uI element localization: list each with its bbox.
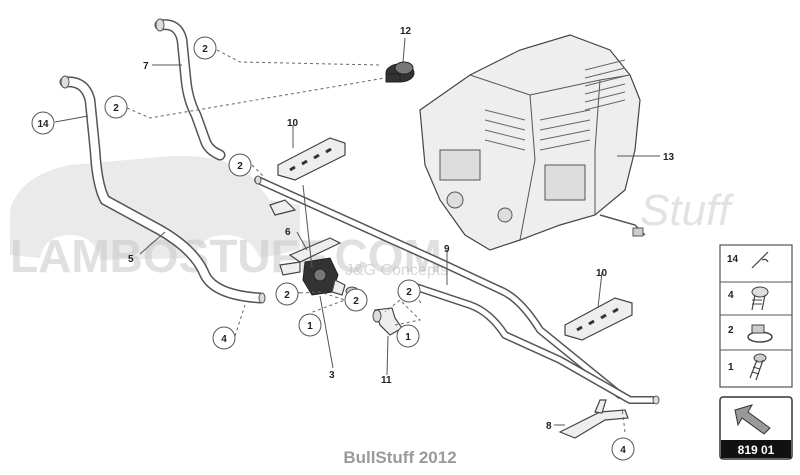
callout-7: 7 (143, 61, 149, 72)
circle-callout-1: 1 (298, 313, 322, 337)
circle-callout-2: 2 (344, 288, 368, 312)
leader-lines (54, 37, 660, 426)
pipe-9 (254, 175, 660, 405)
arrow-icon (734, 404, 771, 435)
callout-10-lower: 10 (596, 268, 608, 279)
legend-num-1: 1 (728, 362, 734, 373)
hvac-unit (419, 34, 646, 251)
svg-text:2: 2 (284, 290, 290, 301)
elbow-11 (372, 307, 403, 336)
svg-text:1: 1 (405, 332, 411, 343)
circle-callout-2: 2 (104, 95, 128, 119)
circle-callout-2: 2 (275, 282, 299, 306)
legend-num-4: 4 (728, 290, 734, 301)
watermark-subtext: J&G Concepts (345, 262, 448, 279)
hose-5 (59, 75, 266, 304)
circle-callout-1: 1 (396, 324, 420, 348)
hose-clamp-wire-icon (751, 251, 769, 269)
svg-text:2: 2 (113, 103, 119, 114)
thermo-valve (385, 61, 415, 83)
svg-text:4: 4 (221, 334, 227, 345)
bracket-6 (279, 237, 342, 276)
svg-text:2: 2 (353, 296, 359, 307)
callout-13: 13 (663, 152, 675, 163)
callout-8: 8 (546, 421, 552, 432)
callout-10-upper: 10 (287, 118, 299, 129)
bracket-10-upper (277, 137, 346, 181)
circle-callout-4: 4 (212, 326, 236, 350)
hardware-legend: 14 4 2 1 (719, 244, 793, 388)
legend-num-14: 14 (727, 254, 739, 265)
circle-callout-2: 2 (193, 36, 217, 60)
svg-text:2: 2 (406, 287, 412, 298)
bracket-small (269, 199, 297, 216)
watermark-car-silhouette (10, 156, 300, 260)
bracket-8 (558, 399, 629, 439)
callout-11: 11 (381, 375, 392, 386)
diagram-reference: 819 01 (719, 396, 793, 460)
svg-text:2: 2 (202, 44, 208, 55)
dashed-leaders (126, 49, 626, 433)
bracket-10-lower (564, 297, 633, 341)
circle-callout-2: 2 (228, 153, 252, 177)
spring-clamp-icon (747, 324, 773, 343)
svg-text:4: 4 (620, 445, 626, 456)
svg-text:14: 14 (37, 119, 49, 130)
screw-icon (751, 286, 769, 311)
footer-credit: BullStuff 2012 (343, 448, 457, 467)
circle-callout-2: 2 (397, 279, 421, 303)
callout-12: 12 (400, 26, 412, 37)
circle-callout-4: 4 (611, 437, 635, 461)
watermark-text: LAMBOSTUFF.COM (10, 230, 442, 282)
circle-callout-14: 14 (31, 111, 55, 135)
svg-text:1: 1 (307, 321, 313, 332)
hose-7 (154, 18, 226, 161)
diagram-ref-number: 819 01 (738, 443, 775, 457)
legend-num-2: 2 (728, 325, 734, 336)
svg-text:2: 2 (237, 161, 243, 172)
callout-9: 9 (444, 244, 450, 255)
callout-5: 5 (128, 254, 134, 265)
watermark-script: Stuff (640, 186, 735, 235)
callout-3: 3 (329, 370, 335, 381)
bolt-icon (749, 353, 767, 381)
callout-6: 6 (285, 227, 291, 238)
